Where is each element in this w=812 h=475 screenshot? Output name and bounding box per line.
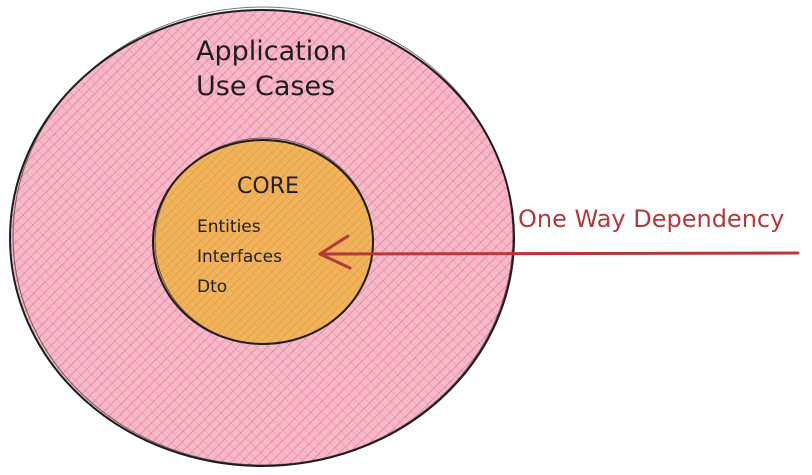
dependency-arrow (318, 234, 800, 270)
core-title: CORE (237, 174, 299, 199)
dependency-arrow-label: One Way Dependency (518, 205, 784, 233)
inner-circle (152, 137, 374, 345)
core-item-interfaces: Interfaces (197, 247, 282, 267)
outer-title-line2: Use Cases (196, 71, 335, 102)
outer-title-line1: Application (196, 36, 347, 67)
core-item-entities: Entities (197, 217, 261, 237)
core-item-dto: Dto (197, 277, 227, 297)
